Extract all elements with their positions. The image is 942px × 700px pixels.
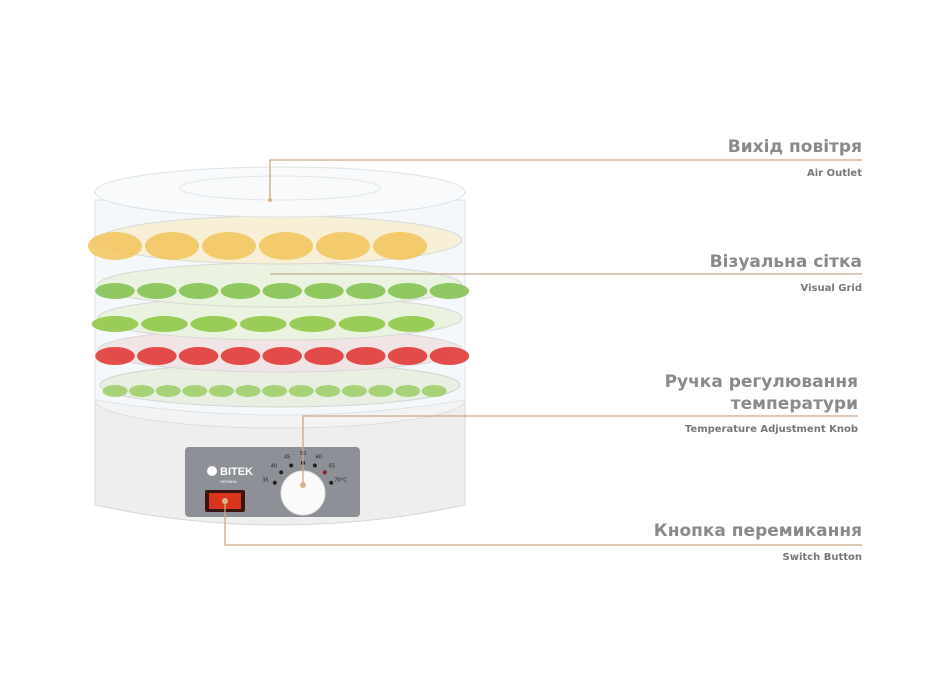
food-slice [262,385,288,397]
callout-visual-grid-subtitle: Visual Grid [800,283,862,294]
food-slice [315,385,341,397]
food-slices [88,232,470,397]
food-slice [262,347,303,365]
food-slice [95,347,135,365]
temperature-mark-dot [289,463,294,468]
food-slice [373,232,427,260]
temperature-mark-dot [322,470,327,475]
food-slice [304,283,344,299]
brand-name: BITEK [220,466,253,478]
callout-air-outlet-title: Вихід повітря [727,137,862,157]
food-slice [387,283,428,299]
temperature-mark-label: 40 [271,464,277,470]
temperature-mark-label: 65 [329,464,335,470]
callout-air-outlet-subtitle: Air Outlet [807,168,862,179]
food-slice [259,232,313,260]
food-slice [395,385,421,397]
food-slice [220,283,261,299]
food-slice [368,385,394,397]
temperature-mark-dot [329,480,334,485]
food-slice [220,347,261,365]
food-slice [137,347,177,365]
food-slice [235,385,261,397]
food-slice [178,347,219,365]
food-slice [289,316,336,332]
food-slice [137,283,177,299]
callout-switch-subtitle: Switch Button [782,552,862,563]
food-slice [182,385,208,397]
callout-switch-title: Кнопка перемикання [653,521,862,541]
temperature-mark-label: 35 [262,477,268,483]
temperature-mark-dot [272,480,277,485]
temperature-mark-label: 60 [316,454,322,460]
brand-sub: УКРАЇНА [220,479,237,484]
food-slice [346,283,386,299]
food-slice [316,232,370,260]
brand-logo-icon [207,466,217,476]
food-slice [346,347,386,365]
food-slice [190,316,238,332]
food-slice [145,232,199,260]
temperature-mark-dot [312,463,317,468]
food-slice [421,385,447,397]
food-slice [388,316,435,332]
food-slice [262,283,303,299]
food-slice [208,385,234,397]
food-slice [429,283,470,299]
food-slice [202,232,256,260]
temperature-mark-label: 45 [284,454,290,460]
food-slice [288,385,314,397]
callout-visual-grid-title: Візуальна сітка [709,252,862,272]
temperature-mark-dot [279,470,284,475]
callout-knob-title-2: температури [730,394,858,414]
food-slice [239,316,287,332]
food-slice [91,316,139,332]
food-slice [102,385,128,397]
callout-knob-title-1: Ручка регулювання [664,372,858,392]
food-slice [88,232,142,260]
food-slice [129,385,155,397]
food-slice [178,283,219,299]
leader-lines [224,159,862,546]
food-slice [429,347,470,365]
callout-knob-subtitle: Temperature Adjustment Knob [684,424,858,435]
food-slice [338,316,386,332]
temperature-mark-label: 70°C [334,477,347,483]
food-slice [304,347,344,365]
food-slice [155,385,181,397]
food-slice [341,385,367,397]
food-slice [387,347,428,365]
food-slice [141,316,188,332]
food-slice [95,283,135,299]
